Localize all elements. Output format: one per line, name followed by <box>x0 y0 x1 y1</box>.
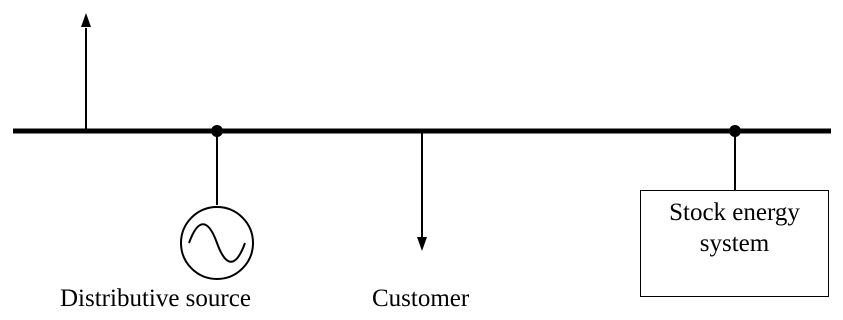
customer-label: Customer <box>372 285 470 312</box>
down-arrow-icon <box>417 131 427 251</box>
distributive-source-label: Distributive source <box>60 285 251 312</box>
ac-generator-icon <box>180 206 254 280</box>
stock-energy-system-label: Stock energy system <box>669 199 800 257</box>
stock-energy-system-box: Stock energy system <box>640 190 829 297</box>
up-arrow-icon <box>81 13 91 131</box>
